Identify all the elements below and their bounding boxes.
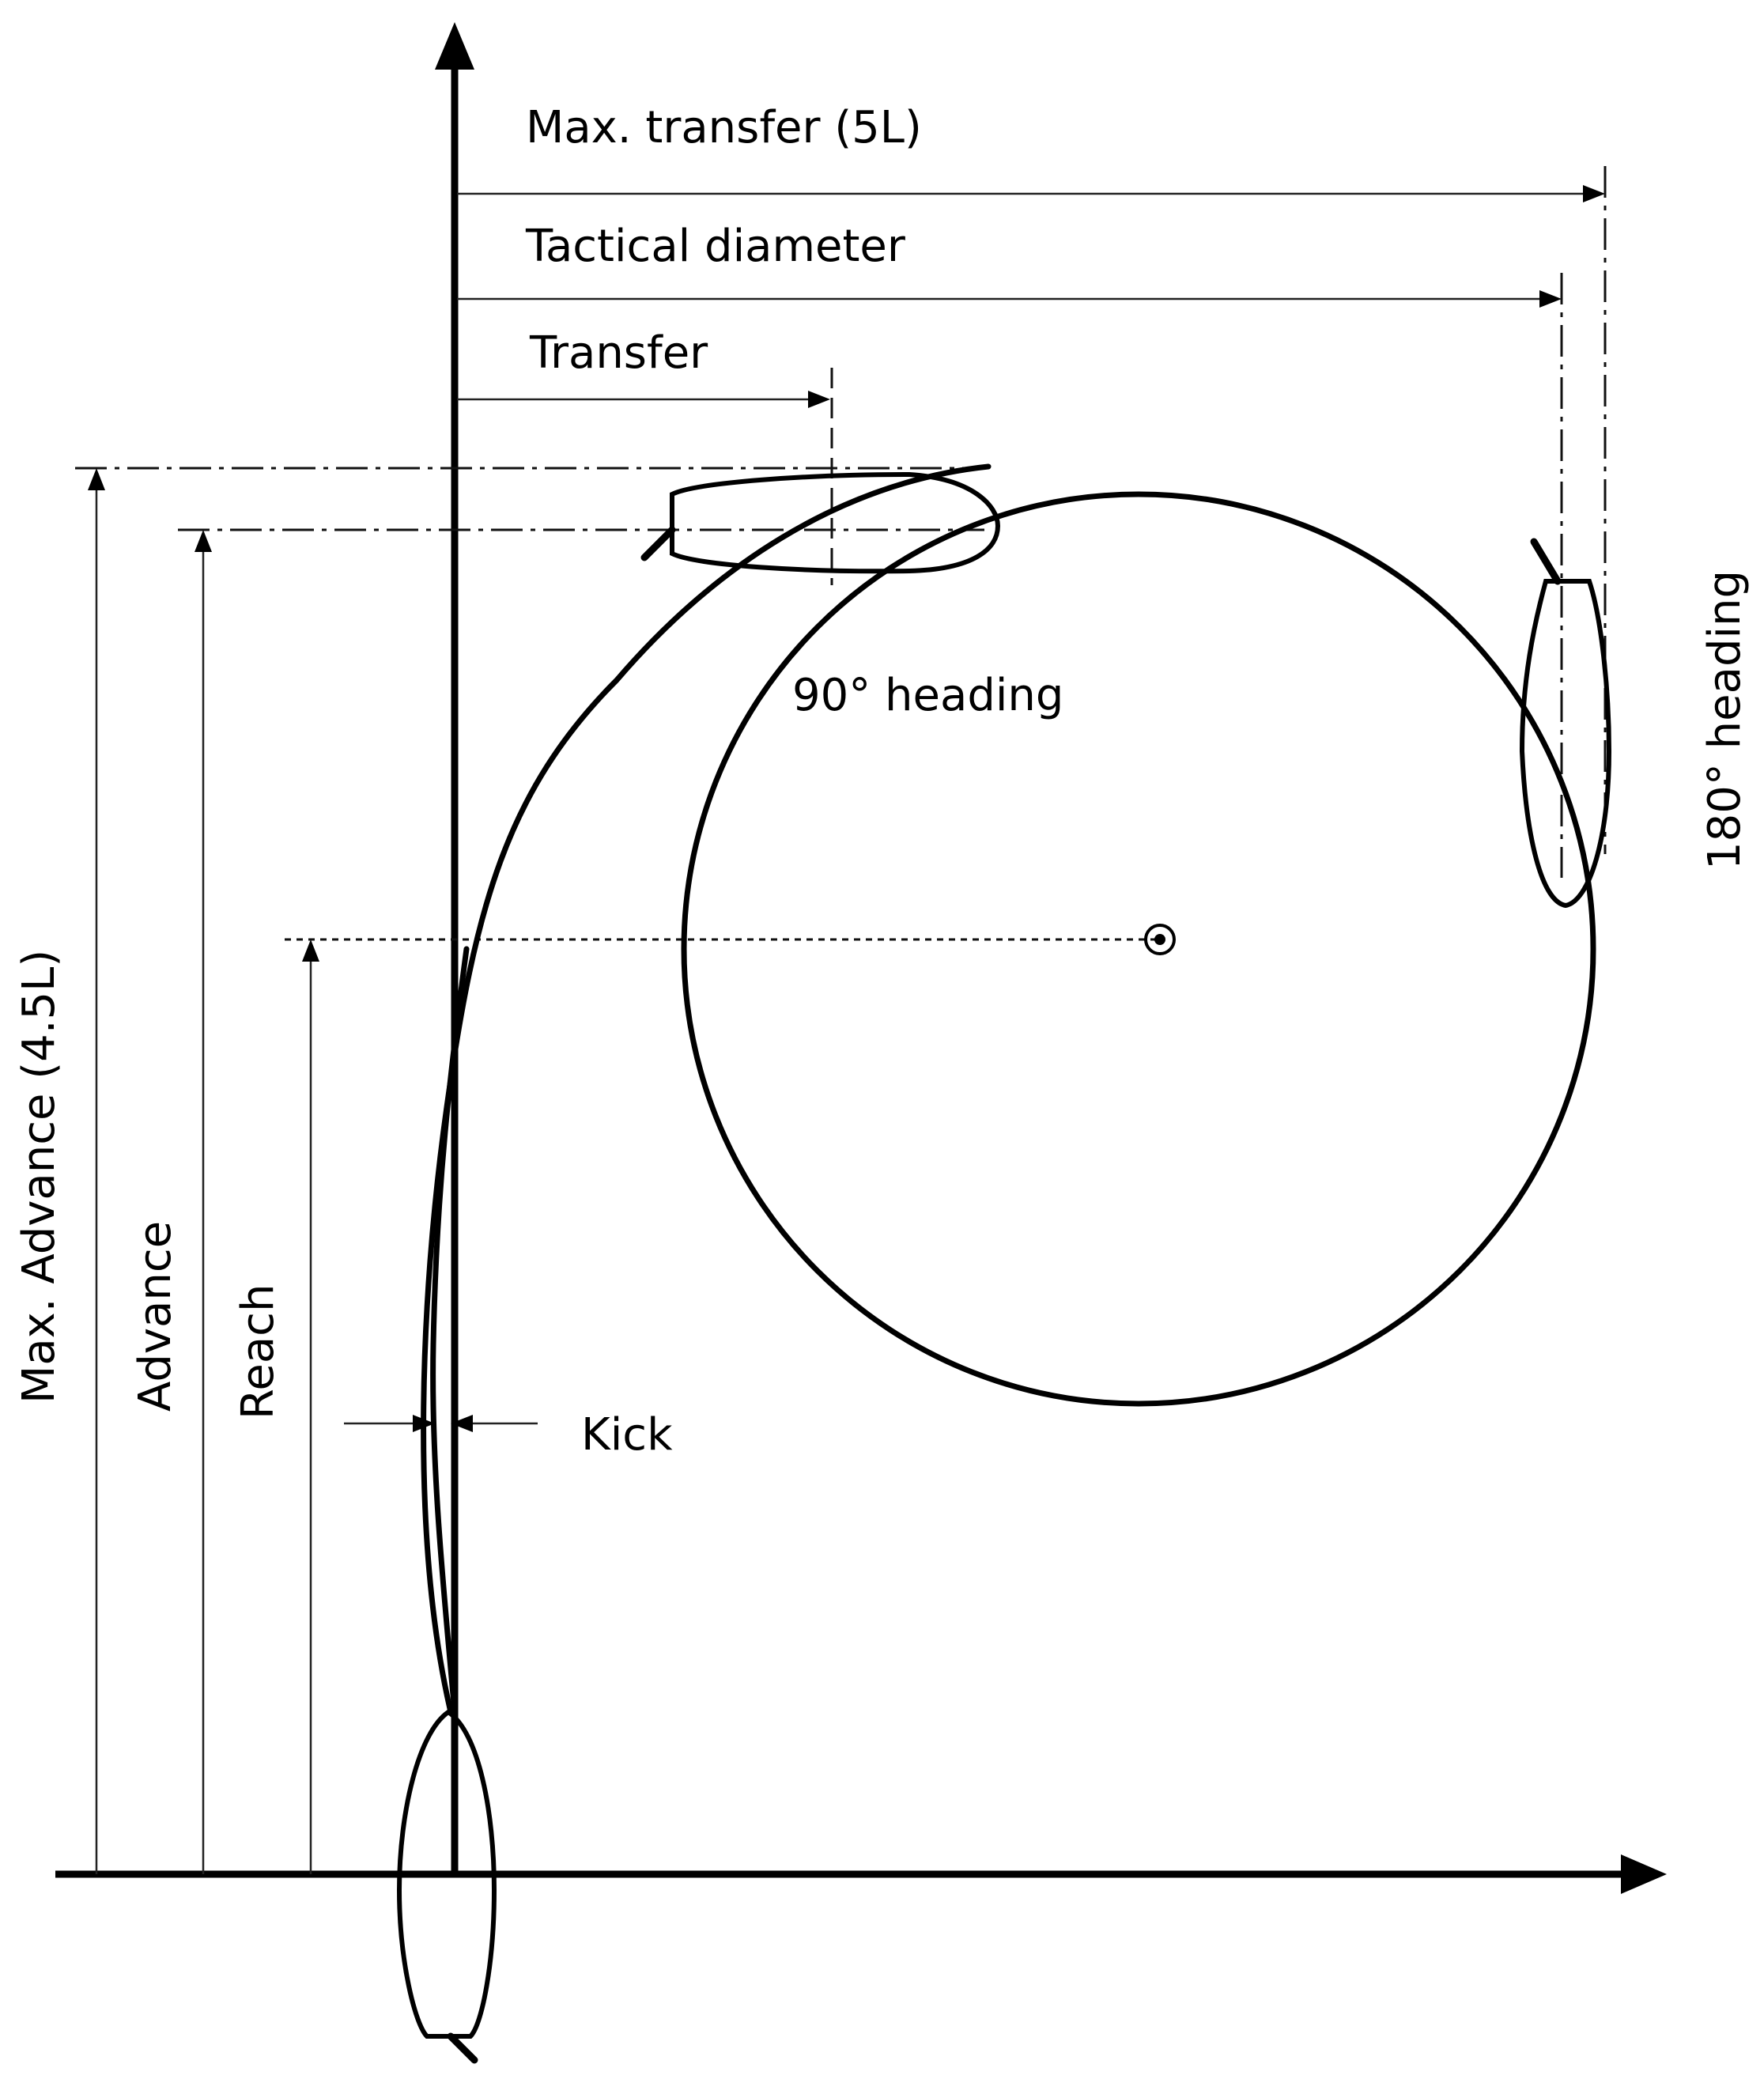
approach-curve: [421, 463, 992, 1715]
label-kick: Kick: [581, 1409, 673, 1461]
kick-indicator: [344, 1415, 538, 1432]
advance-arrowhead: [195, 530, 212, 552]
ship-start: [396, 1709, 497, 2064]
tactical-diameter-arrowhead: [1539, 290, 1562, 308]
turning-path: [421, 463, 1596, 1715]
ship-start-hull: [396, 1709, 497, 2039]
label-advance: Advance: [130, 1221, 181, 1412]
ship-180-rudder: [1530, 538, 1562, 585]
ship-90-rudder: [640, 526, 676, 561]
turning-circle-arc: [681, 491, 1596, 1407]
label-transfer: Transfer: [529, 327, 708, 379]
label-heading-180: 180° heading: [1699, 570, 1751, 870]
transfer-dimensions: [457, 166, 1607, 878]
advance-dimensions: [88, 468, 319, 1874]
ship-180-hull: [1519, 579, 1612, 909]
turning-center: [1144, 924, 1176, 955]
ship-start-rudder: [447, 2032, 478, 2064]
kick-right-arrowhead: [451, 1415, 473, 1432]
advance-reference-lines: [75, 467, 1158, 941]
ship-90-hull: [670, 471, 1001, 574]
label-heading-90: 90° heading: [792, 670, 1063, 721]
transfer-arrowhead: [808, 391, 830, 408]
ship-180-heading: [1519, 538, 1612, 909]
reach-arrowhead: [302, 939, 319, 962]
kick-curve: [430, 946, 470, 1715]
ship-90-heading: [640, 471, 1001, 574]
axes: [55, 22, 1667, 1894]
horizontal-axis-arrowhead: [1621, 1854, 1667, 1894]
label-max-advance: Max. Advance (4.5L): [13, 950, 65, 1404]
vertical-axis-arrowhead: [435, 22, 474, 70]
max-advance-arrowhead: [88, 468, 105, 490]
label-tactical-diameter: Tactical diameter: [525, 221, 906, 272]
center-outer-circle: [1144, 924, 1176, 955]
labels: Max. transfer (5L) Tactical diameter Tra…: [13, 102, 1751, 1461]
center-dot: [1154, 934, 1165, 945]
label-reach: Reach: [232, 1284, 284, 1419]
max-transfer-arrowhead: [1583, 185, 1605, 202]
label-max-transfer: Max. transfer (5L): [526, 102, 922, 153]
